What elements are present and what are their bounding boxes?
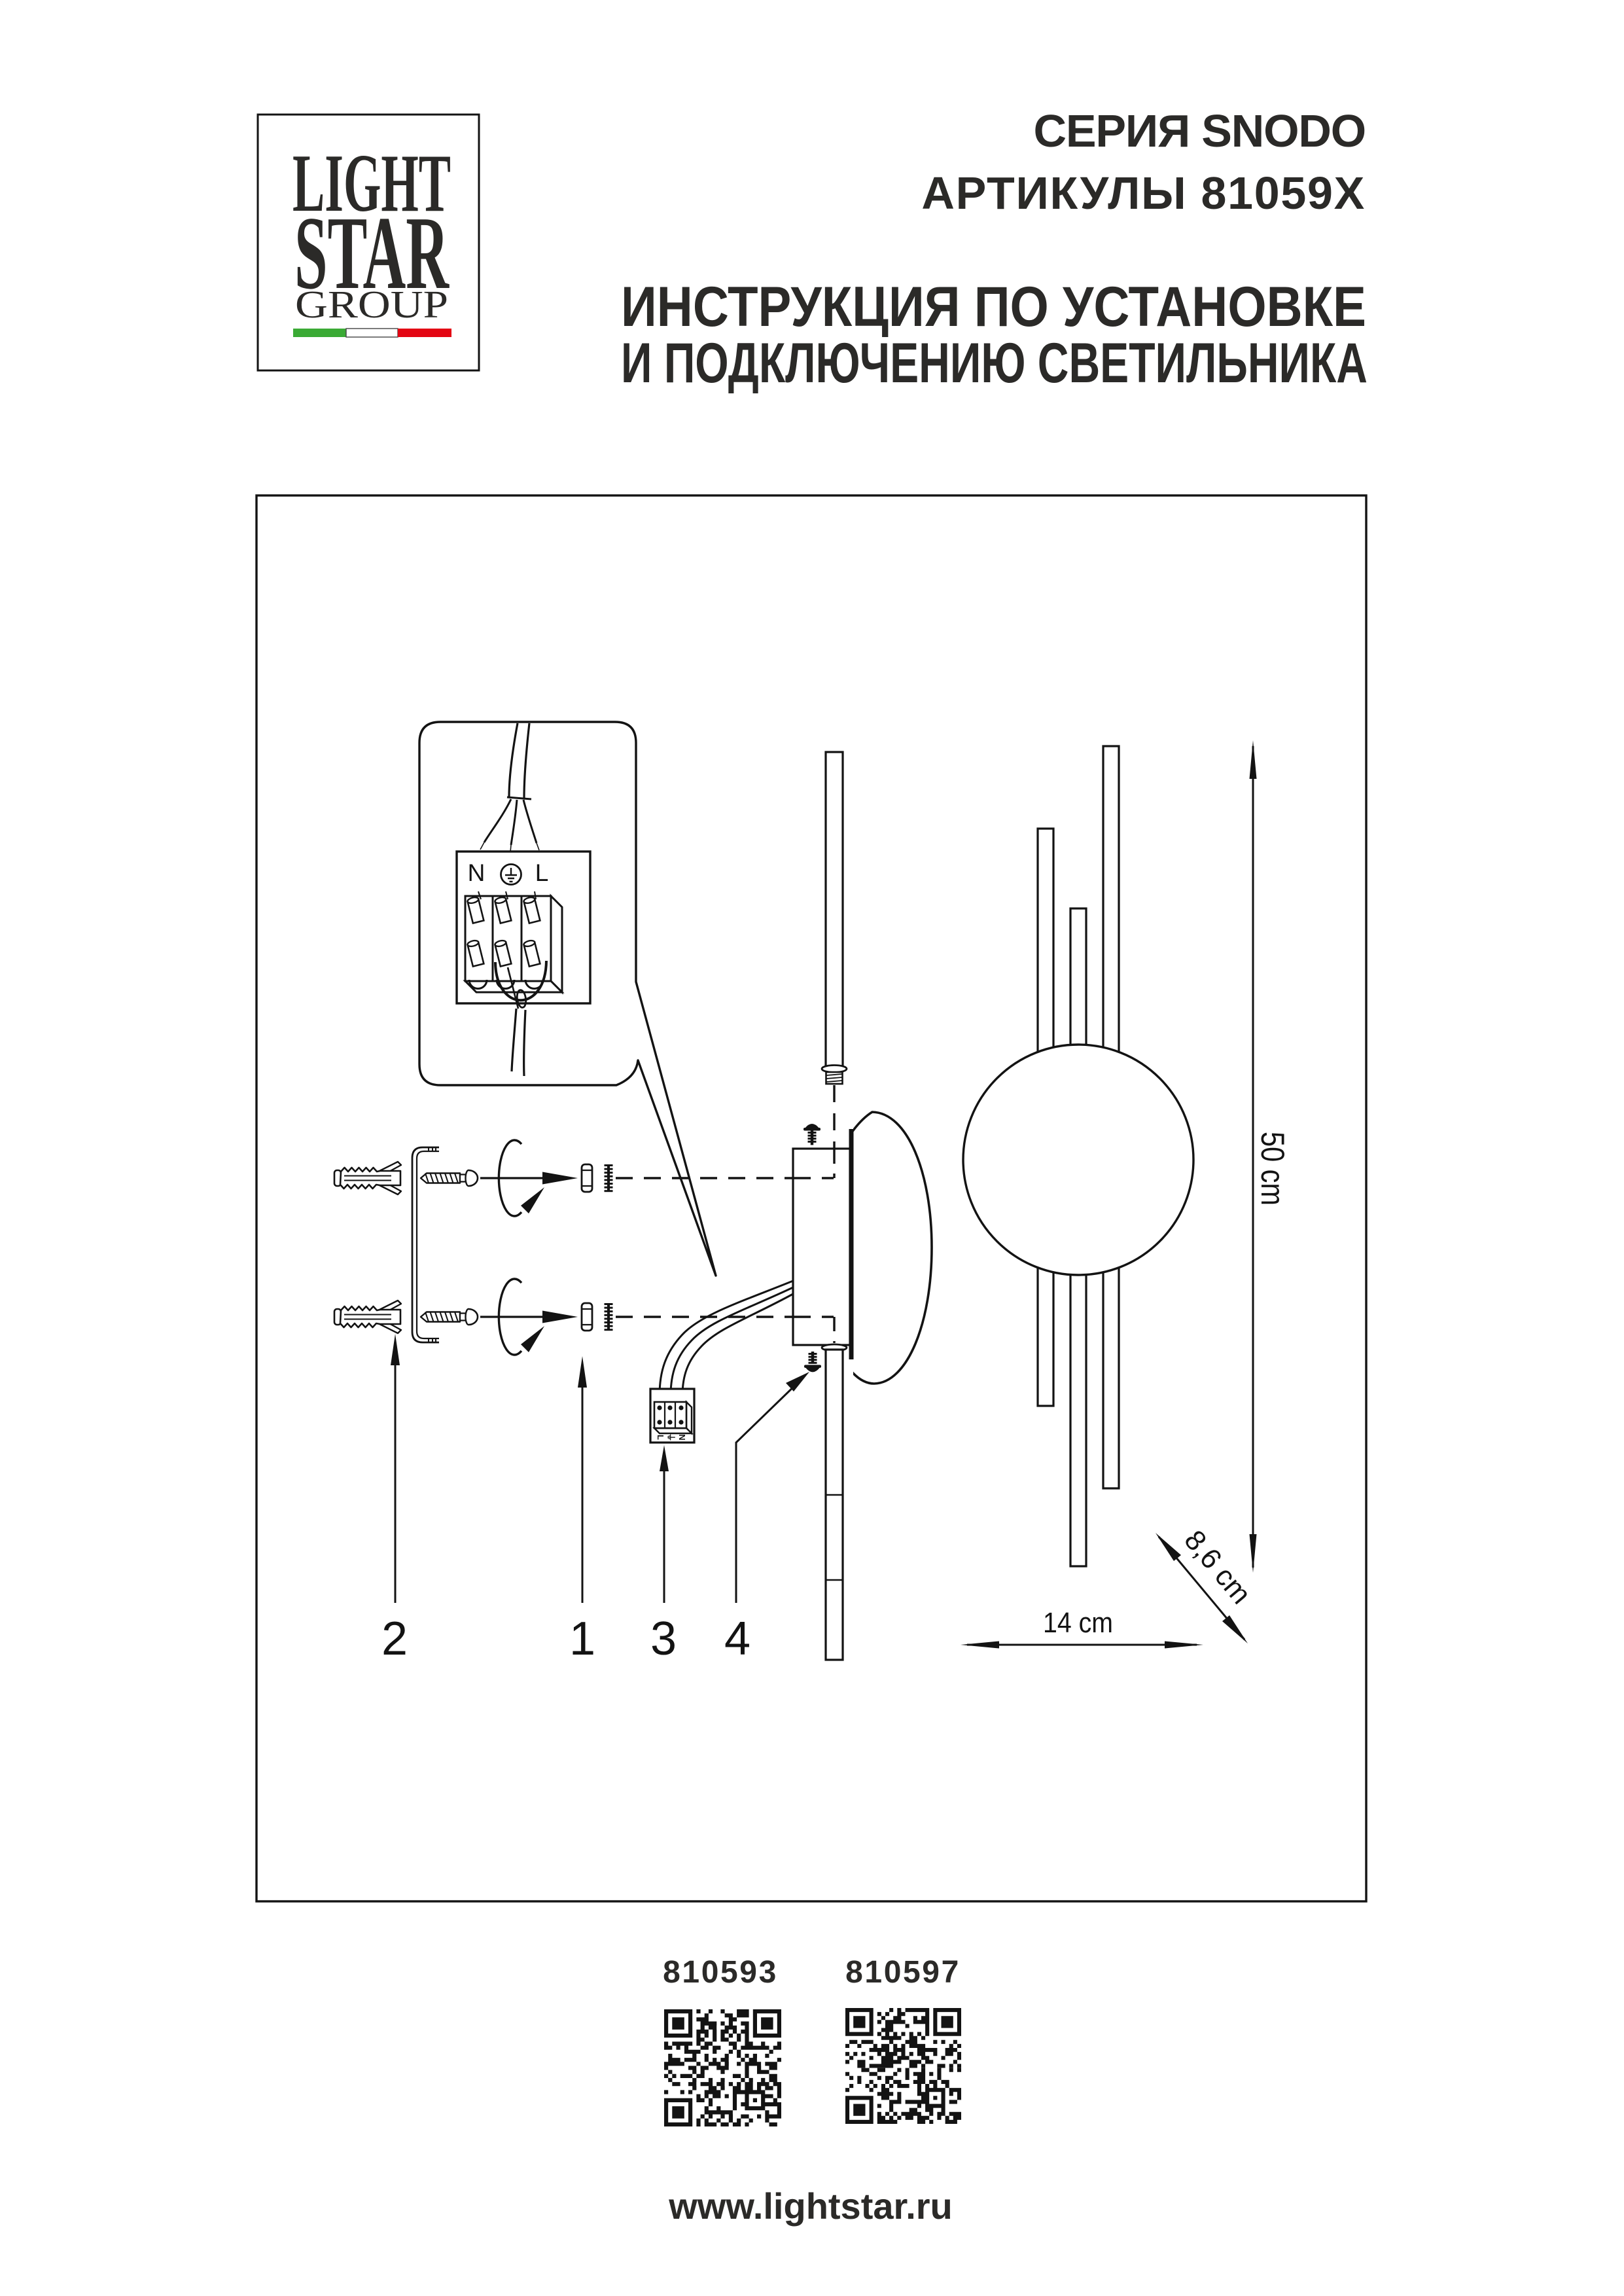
svg-text:STAR: STAR: [294, 194, 450, 311]
svg-text:И ПОДКЛЮЧЕНИЮ СВЕТИЛЬНИКА: И ПОДКЛЮЧЕНИЮ СВЕТИЛЬНИКА: [621, 332, 1368, 395]
svg-text:14 cm: 14 cm: [1043, 1607, 1113, 1639]
svg-text:50 cm: 50 cm: [1254, 1132, 1291, 1206]
svg-text:8,6 cm: 8,6 cm: [1178, 1524, 1257, 1610]
svg-text:GROUP: GROUP: [295, 283, 448, 326]
svg-text:N: N: [468, 859, 485, 886]
svg-text:810597: 810597: [845, 1955, 961, 1990]
svg-text:L: L: [656, 1435, 665, 1440]
svg-text:АРТИКУЛЫ 81059X: АРТИКУЛЫ 81059X: [921, 168, 1366, 219]
svg-text:www.lightstar.ru: www.lightstar.ru: [668, 2185, 953, 2227]
svg-text:2: 2: [381, 1613, 408, 1665]
svg-text:810593: 810593: [663, 1955, 778, 1990]
svg-text:СЕРИЯ SNODO: СЕРИЯ SNODO: [1034, 105, 1366, 156]
svg-text:N: N: [677, 1434, 687, 1440]
svg-text:3: 3: [650, 1613, 677, 1665]
svg-text:ИНСТРУКЦИЯ ПО УСТАНОВКЕ: ИНСТРУКЦИЯ ПО УСТАНОВКЕ: [621, 276, 1366, 338]
svg-text:LIGHT: LIGHT: [292, 138, 451, 229]
svg-text:4: 4: [724, 1613, 750, 1665]
svg-text:L: L: [535, 859, 549, 886]
svg-text:⏚: ⏚: [666, 1433, 676, 1441]
svg-text:1: 1: [569, 1613, 595, 1665]
